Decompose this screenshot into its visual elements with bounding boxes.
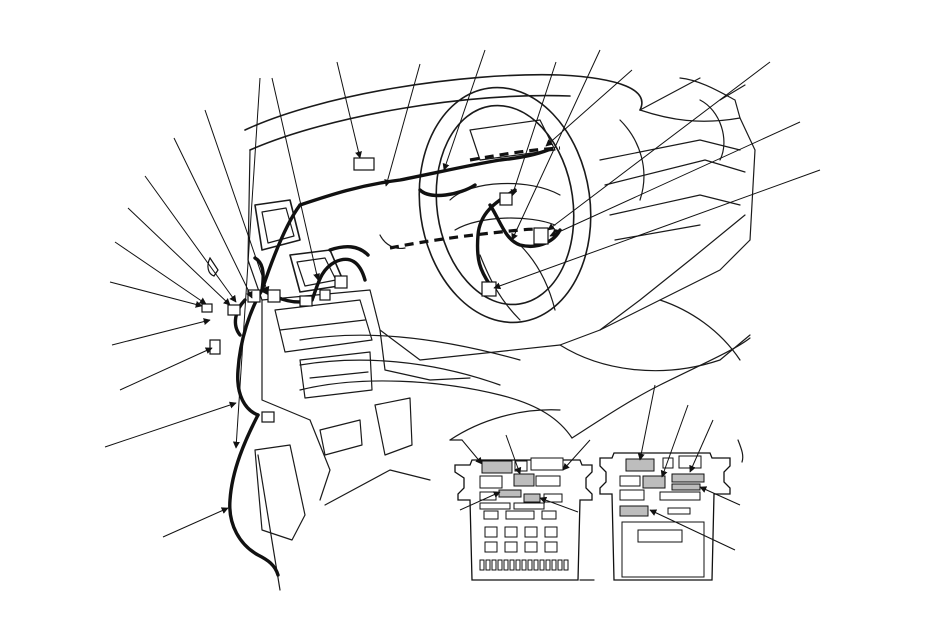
steering-wheel (418, 86, 592, 324)
fuse-box-frame-lines (449, 439, 744, 581)
connector-11 (201, 303, 213, 313)
connector-3 (533, 227, 549, 245)
floor-area (254, 444, 431, 591)
dashboard-outline (244, 73, 756, 501)
callout-leaders (104, 49, 821, 551)
connector-10 (247, 289, 261, 303)
connector-14 (319, 289, 331, 301)
connector-7 (334, 275, 348, 289)
connector-2 (499, 192, 513, 206)
harness-connectors (201, 157, 549, 423)
fuse-box-right (599, 452, 731, 581)
connector-12 (207, 256, 219, 277)
connector-5 (267, 289, 281, 303)
fuse-pin-row (479, 559, 569, 571)
connector-6 (299, 295, 313, 307)
connector-1 (353, 157, 375, 171)
connector-9 (209, 339, 221, 355)
center-console (254, 199, 413, 456)
connector-13 (261, 411, 275, 423)
fuse-box-left (454, 457, 593, 581)
connector-4 (481, 281, 497, 297)
fuse-box-cable (299, 337, 751, 441)
connector-8 (227, 304, 241, 316)
